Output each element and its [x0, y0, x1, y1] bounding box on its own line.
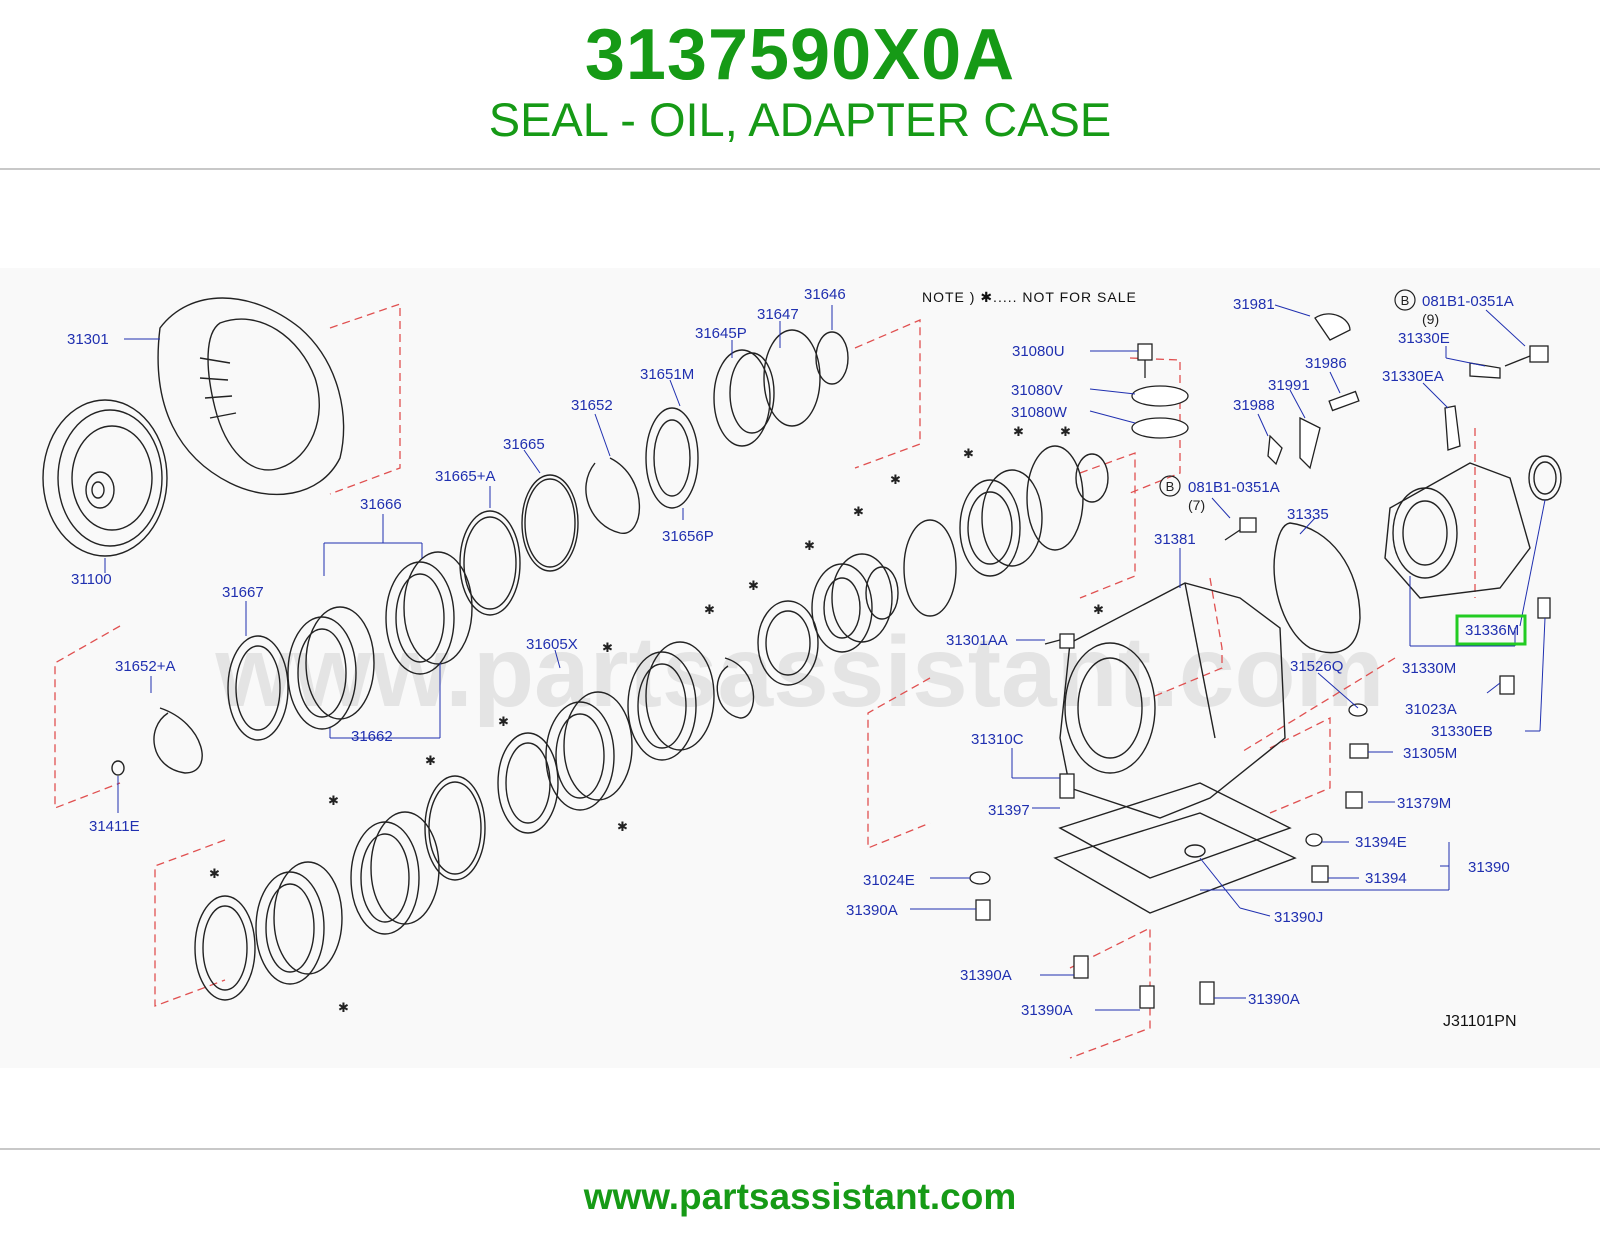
bolt-ref-symbol: B — [1401, 293, 1410, 308]
svg-text:✱: ✱ — [890, 472, 901, 487]
clutch-rings-left — [111, 329, 849, 776]
transmission-case — [1053, 582, 1297, 914]
torque-converter — [42, 399, 168, 557]
footer-url[interactable]: www.partsassistant.com — [583, 1176, 1017, 1217]
part-label-31301AA[interactable]: 31301AA — [946, 632, 1008, 649]
svg-text:✱: ✱ — [617, 819, 628, 834]
part-label-31381[interactable]: 31381 — [1154, 531, 1196, 548]
bolt-ref-circle — [1159, 475, 1181, 497]
part-label-31656P[interactable]: 31656P — [662, 528, 714, 545]
part-label-31379M[interactable]: 31379M — [1397, 795, 1451, 812]
part-label-31394E[interactable]: 31394E — [1355, 834, 1407, 851]
footer-divider — [0, 1148, 1600, 1150]
svg-text:✱: ✱ — [1093, 602, 1104, 617]
svg-text:✱: ✱ — [1013, 424, 1024, 439]
adapter-case — [1273, 455, 1562, 654]
part-label-31986[interactable]: 31986 — [1305, 355, 1347, 372]
part-label-31397[interactable]: 31397 — [988, 802, 1030, 819]
note-not-for-sale: NOTE ) ✱..... NOT FOR SALE — [922, 289, 1137, 305]
part-label-31981[interactable]: 31981 — [1233, 296, 1275, 313]
part-label-31390A-2[interactable]: 31390A — [960, 967, 1012, 984]
part-label-31330EB[interactable]: 31330EB — [1431, 723, 1493, 740]
watermark: www.partsassistant.com — [215, 616, 1385, 728]
part-label-31394[interactable]: 31394 — [1365, 870, 1407, 887]
part-label-31526Q[interactable]: 31526Q — [1290, 658, 1343, 675]
part-label-31024E[interactable]: 31024E — [863, 872, 915, 889]
bolt-ref-2: B 081B1-0351A (7) — [1159, 475, 1280, 513]
svg-text:✱: ✱ — [425, 753, 436, 768]
part-label-31646[interactable]: 31646 — [804, 286, 846, 303]
part-label-31411E[interactable]: 31411E — [89, 818, 140, 835]
bolt-ref-code: 081B1-0351A — [1188, 479, 1280, 496]
svg-text:✱: ✱ — [209, 866, 220, 881]
svg-text:✱: ✱ — [963, 446, 974, 461]
part-label-31667[interactable]: 31667 — [222, 584, 264, 601]
part-label-31330M[interactable]: 31330M — [1402, 660, 1456, 677]
clutch-rings-lower — [194, 641, 715, 1001]
highlight-box — [1455, 614, 1527, 646]
parts-diagram: www.partsassistant.com — [0, 268, 1600, 1068]
part-label-31991[interactable]: 31991 — [1268, 377, 1310, 394]
part-label-31390J[interactable]: 31390J — [1274, 909, 1323, 926]
part-label-31305M[interactable]: 31305M — [1403, 745, 1457, 762]
part-label-31023A[interactable]: 31023A — [1405, 701, 1457, 718]
svg-text:✱: ✱ — [853, 504, 864, 519]
part-label-31100[interactable]: 31100 — [71, 571, 112, 588]
part-label-31390[interactable]: 31390 — [1468, 859, 1510, 876]
part-description: SEAL - OIL, ADAPTER CASE — [488, 93, 1112, 146]
bolt-ref-1: B 081B1-0351A (9) — [1394, 289, 1514, 327]
svg-text:✱: ✱ — [338, 1000, 349, 1015]
part-label-31390A-1[interactable]: 31390A — [846, 902, 898, 919]
svg-text:✱: ✱ — [748, 578, 759, 593]
diagram-svg: www.partsassistant.com — [42, 286, 1562, 1059]
bolt-ref-code: 081B1-0351A — [1422, 293, 1514, 310]
leader-lines — [104, 304, 1546, 1011]
part-label-31662[interactable]: 31662 — [351, 728, 393, 745]
part-label-31336M[interactable]: 31336M — [1465, 622, 1519, 639]
part-label-31335[interactable]: 31335 — [1287, 506, 1329, 523]
part-label-31310C[interactable]: 31310C — [971, 731, 1024, 748]
part-label-31665A[interactable]: 31665+A — [435, 468, 495, 485]
part-label-31645P[interactable]: 31645P — [695, 325, 747, 342]
part-label-31652A[interactable]: 31652+A — [115, 658, 175, 675]
part-labels: 31301 31100 31666 31667 31662 31652+A 31… — [67, 286, 1519, 1019]
part-label-31080U[interactable]: 31080U — [1012, 343, 1065, 360]
part-label-31988[interactable]: 31988 — [1233, 397, 1275, 414]
part-label-31647[interactable]: 31647 — [757, 306, 799, 323]
part-label-31080W[interactable]: 31080W — [1011, 404, 1068, 421]
part-label-31665[interactable]: 31665 — [503, 436, 545, 453]
part-number: 3137590X0A — [584, 15, 1016, 95]
svg-text:✱: ✱ — [602, 640, 613, 655]
part-label-31330EA[interactable]: 31330EA — [1382, 368, 1444, 385]
bolt-ref-qty: (9) — [1422, 311, 1439, 327]
svg-text:✱: ✱ — [804, 538, 815, 553]
part-label-31666[interactable]: 31666 — [360, 496, 402, 513]
svg-text:✱: ✱ — [328, 793, 339, 808]
part-label-31080V[interactable]: 31080V — [1011, 382, 1063, 399]
part-label-31330E[interactable]: 31330E — [1398, 330, 1450, 347]
bolt-ref-circle — [1394, 289, 1416, 311]
part-label-31651M[interactable]: 31651M — [640, 366, 694, 383]
part-label-31390A-4[interactable]: 31390A — [1248, 991, 1300, 1008]
svg-text:✱: ✱ — [498, 714, 509, 729]
converter-housing — [157, 297, 345, 495]
part-label-31301[interactable]: 31301 — [67, 331, 109, 348]
header: 3137590X0A SEAL - OIL, ADAPTER CASE — [0, 0, 1600, 168]
svg-text:✱: ✱ — [704, 602, 715, 617]
drawing-code: J31101PN — [1443, 1013, 1517, 1030]
gear-set-center — [716, 445, 1109, 719]
part-label-31390A-3[interactable]: 31390A — [1021, 1002, 1073, 1019]
part-label-31652[interactable]: 31652 — [571, 397, 613, 414]
svg-text:✱: ✱ — [1060, 424, 1071, 439]
header-divider — [0, 168, 1600, 170]
assembly-lines — [54, 303, 1476, 1059]
bolt-ref-qty: (7) — [1188, 497, 1205, 513]
bolt-ref-symbol: B — [1166, 479, 1175, 494]
not-for-sale-markers: ✱ ✱ ✱ ✱ ✱ ✱ ✱ ✱ ✱ ✱ ✱ ✱ ✱ ✱ ✱ ✱ — [209, 424, 1104, 1015]
part-label-31605X[interactable]: 31605X — [526, 636, 578, 653]
